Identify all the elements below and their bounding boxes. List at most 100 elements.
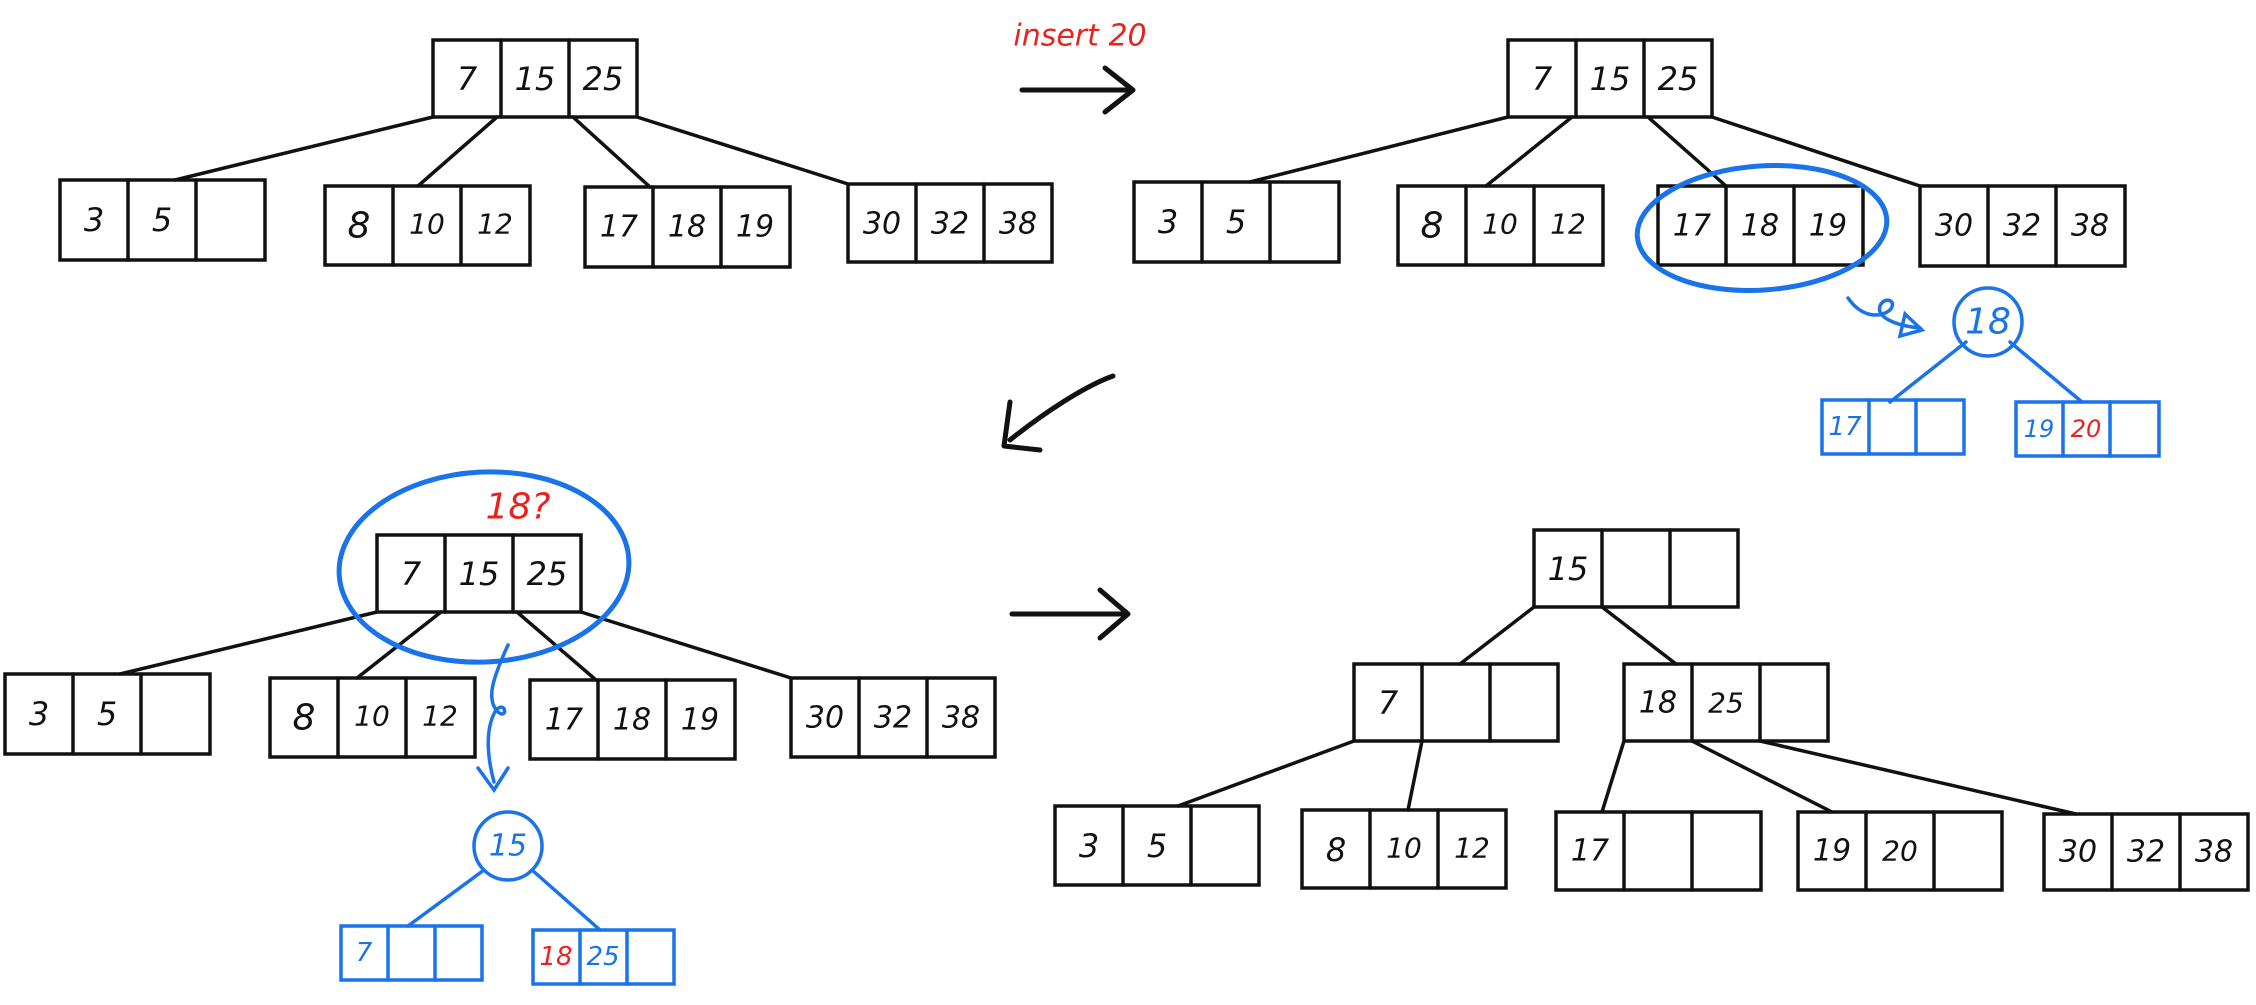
final-leaf-node: 17 [1554,810,1763,892]
step2-leaf-node: 8 10 12 [1396,184,1605,267]
key: 18 [613,703,651,738]
key: 5 [1226,203,1246,241]
final-internal-node: 18 25 [1622,662,1830,743]
step3-root-node: 7 15 25 [375,533,583,614]
final-leaf-node: 3 5 [1053,804,1261,887]
key: 8 [1421,206,1444,247]
key: 3 [1079,827,1099,865]
step3-leaf-node: 8 10 12 [268,676,477,759]
key: 15 [1590,60,1631,98]
step2-root-node: 7 15 25 [1506,38,1714,119]
key: 17 [600,210,638,245]
step3-leaf-node: 30 32 38 [789,676,997,759]
key: 8 [1326,831,1346,869]
edge [1406,739,1424,812]
key: 18 [1639,686,1677,721]
insert-arrow: insert 20 [1013,19,1147,115]
key: 19 [1813,834,1851,869]
edge [173,115,435,182]
key: 7 [1532,60,1553,98]
key: 3 [84,201,104,239]
edge [571,115,652,189]
step2-leaf-node: 3 5 [1132,180,1341,264]
key: 8 [293,698,316,739]
key: 19 [736,210,774,245]
step3-leaf-node: 17 18 19 [528,678,737,761]
step1-leaf-node: 17 18 19 [583,185,792,269]
final-leaf-node: 19 20 [1796,810,2004,892]
final-arrow [1009,587,1131,641]
key: 25 [1708,687,1744,720]
edge [1758,739,2078,816]
key: 19 [2024,415,2055,443]
final-leaf-node: 8 10 12 [1300,808,1508,890]
step2-tree: 7 15 25 3 5 8 10 12 17 18 19 [1132,38,2161,458]
split-left-node: 7 [339,924,484,982]
key: 19 [1809,209,1847,244]
step3-tree: 7 15 25 3 5 8 10 12 17 18 19 [3,469,997,986]
key: 15 [515,60,556,98]
key: 32 [2003,209,2041,244]
final-leaf-node: 30 32 38 [2042,812,2250,892]
edge [416,115,499,188]
edge [635,115,850,186]
split-left-node: 17 [1820,398,1966,456]
key: 38 [942,701,980,736]
key: 10 [409,208,445,241]
edge [1690,739,1834,814]
final-internal-node: 7 [1352,662,1560,743]
split-parent-circle [1952,286,2024,358]
key: 20 [1882,835,1918,868]
step3-leaf-node: 3 5 [3,672,212,756]
key: 12 [422,700,458,733]
split-arrow [486,643,510,784]
key: 12 [477,208,513,241]
key: 25 [583,60,624,98]
step3-split-result: 15 7 18 25 [339,810,676,986]
key: 10 [1482,208,1518,241]
key: 15 [1548,550,1589,588]
edge [1176,739,1356,808]
key: 5 [1147,827,1167,865]
split-arrow [1846,296,1922,330]
edge [1600,739,1626,814]
key-promoted: 18 [539,942,572,972]
key: 12 [1550,208,1586,241]
final-root-node: 15 [1532,528,1740,609]
key: 25 [1658,60,1699,98]
key: 3 [29,695,49,733]
step2-leaf-node: 17 18 19 [1656,184,1865,267]
split-parent-key: 18 [1965,302,2011,343]
key: 30 [1935,209,1973,244]
split-parent-key: 15 [489,829,527,864]
split-right-node: 19 20 [2014,400,2161,458]
edge [118,610,379,676]
key-inserted: 20 [2071,415,2102,443]
key: 8 [348,206,371,247]
key: 15 [459,555,500,593]
key: 3 [1158,203,1178,241]
key: 38 [2071,209,2109,244]
key: 38 [2195,835,2233,870]
key: 32 [2127,835,2165,870]
key: 5 [97,695,117,733]
next-step-arrow [1001,373,1116,453]
edge [1484,115,1574,188]
edge [1458,605,1536,666]
edge [1646,115,1728,188]
split-parent-circle [472,810,544,882]
step1-tree: 7 15 25 3 5 8 10 12 17 18 19 [58,38,1054,269]
key: 7 [1378,684,1399,722]
key: 7 [401,555,422,593]
split-arrowhead [476,766,510,794]
step1-root-node: 7 15 25 [431,38,639,119]
key: 19 [681,703,719,738]
key: 30 [806,701,844,736]
key: 30 [2059,835,2097,870]
step2-leaf-node: 30 32 38 [1918,184,2127,268]
highlight-ellipse [1634,163,1890,293]
key: 7 [457,60,478,98]
key: 5 [152,201,172,239]
